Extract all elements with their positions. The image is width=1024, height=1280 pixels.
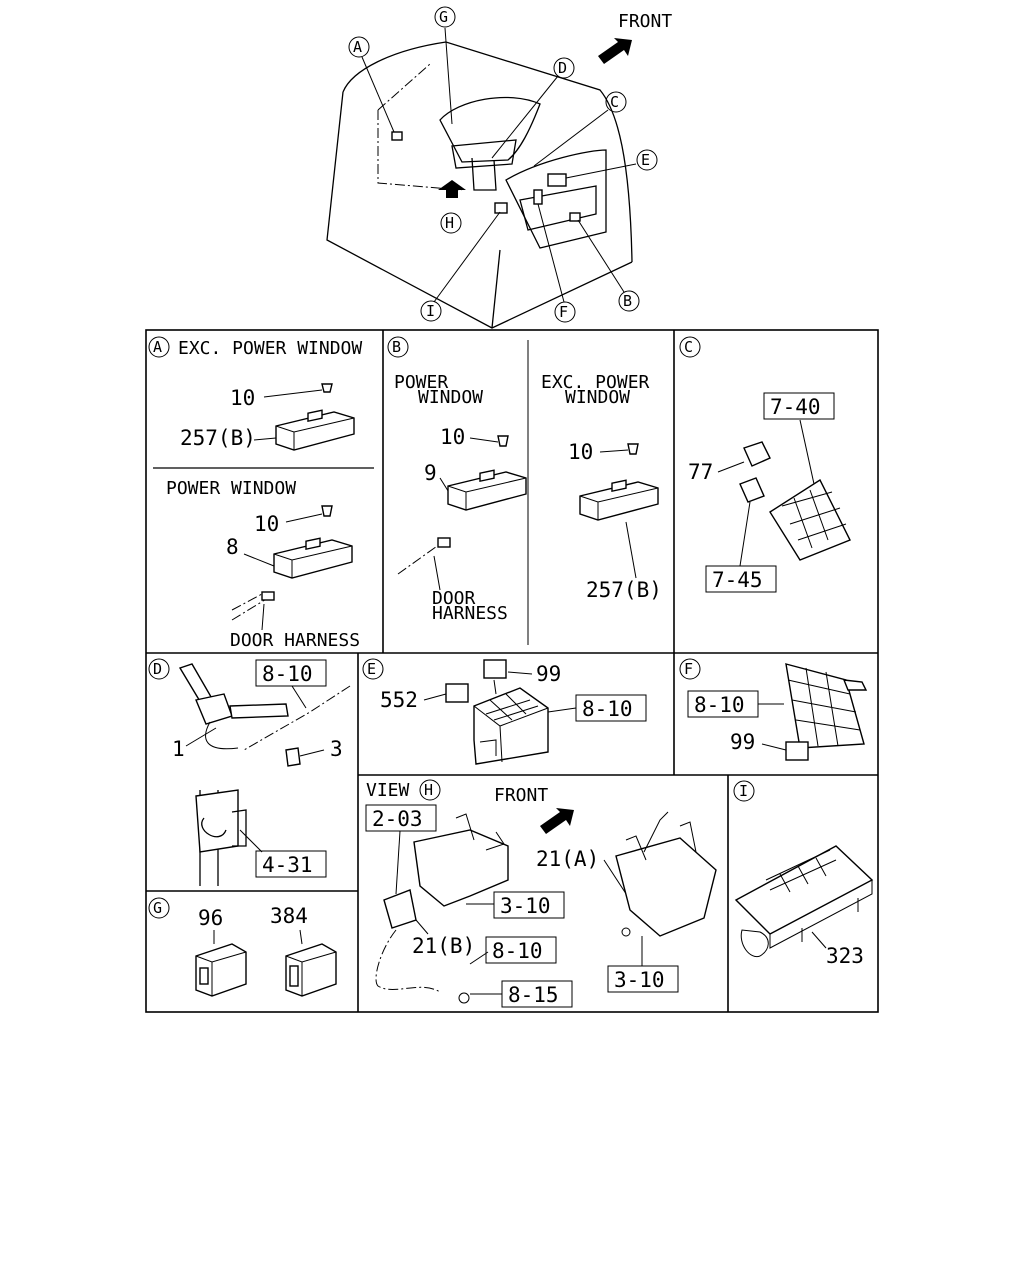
ref-8-10-h: 8-10 — [492, 939, 543, 963]
switch-257b-b — [579, 479, 659, 521]
ref-8-10-f: 8-10 — [694, 693, 745, 717]
callout-b: B — [623, 292, 632, 310]
panel-e: E 99 552 8-10 — [362, 658, 647, 765]
part-1: 1 — [172, 737, 185, 761]
ref-7-45: 7-45 — [712, 568, 763, 592]
ref-8-10-d: 8-10 — [262, 662, 313, 686]
panel-grid — [145, 329, 879, 1013]
panel-e-letter: E — [367, 660, 376, 678]
front-arrow-overview: FRONT — [598, 11, 672, 64]
switch-384 — [285, 943, 337, 997]
panel-g-letter: G — [153, 899, 162, 917]
bracket-right — [615, 811, 717, 937]
callout-f: F — [559, 303, 568, 321]
part-99-e: 99 — [536, 662, 561, 686]
dashboard-outline — [326, 41, 633, 329]
callout-d: D — [558, 59, 567, 77]
steering-column — [195, 789, 247, 886]
panel-f-letter: F — [684, 660, 693, 678]
fuse-block-c — [769, 478, 851, 561]
ref-3-10-b: 3-10 — [614, 968, 665, 992]
switch-257b — [275, 409, 355, 451]
part-10-b: 10 — [254, 512, 279, 536]
panel-b-right-title-1: EXC. POWER — [541, 372, 650, 393]
callout-c: C — [610, 93, 619, 111]
part-257b: 257(B) — [180, 426, 256, 450]
panel-a-title: EXC. POWER WINDOW — [178, 338, 362, 359]
panel-b: B POWER WINDOW EXC. POWER WINDOW 10 9 DO… — [387, 336, 662, 624]
ref-2-03: 2-03 — [372, 807, 423, 831]
part-552: 552 — [380, 688, 418, 712]
callout-a: A — [353, 38, 362, 56]
callout-h: H — [445, 214, 454, 232]
panel-c: C 7-40 77 7-45 — [679, 336, 851, 593]
part-8: 8 — [226, 535, 239, 559]
view-label: VIEW — [366, 780, 410, 801]
panel-a: A EXC. POWER WINDOW 10 257(B) POWER WIND… — [148, 336, 362, 651]
callout-i: I — [426, 302, 435, 320]
panel-f: F 8-10 99 — [679, 658, 868, 761]
front-arrow-h — [540, 808, 574, 834]
panel-b-left-title-1: POWER — [394, 372, 448, 393]
overview: FRONT A G D C E H I F B — [326, 6, 672, 329]
part-21b: 21(B) — [412, 934, 475, 958]
panel-b-left-title-2: WINDOW — [418, 387, 483, 408]
ref-7-40: 7-40 — [770, 395, 821, 419]
panel-a-letter: A — [153, 338, 162, 356]
switch-96 — [195, 943, 247, 997]
bracket-left — [375, 813, 509, 993]
part-384: 384 — [270, 904, 308, 928]
panel-b-letter: B — [392, 338, 401, 356]
part-3: 3 — [330, 737, 343, 761]
panel-d: D 8-10 1 3 4-31 — [148, 658, 351, 886]
door-harness-b-1: DOOR — [432, 588, 476, 609]
callout-e: E — [641, 151, 650, 169]
front-label-h: FRONT — [494, 785, 548, 806]
switch-8 — [273, 537, 353, 579]
part-257b-b: 257(B) — [586, 578, 662, 602]
front-label: FRONT — [618, 11, 672, 32]
overview-callouts: A G D C E H I F B — [348, 6, 658, 323]
part-10: 10 — [230, 386, 255, 410]
panel-i-letter: I — [739, 782, 748, 800]
door-harness-a: DOOR HARNESS — [230, 630, 360, 651]
panel-c-letter: C — [684, 338, 693, 356]
panel-g: G 96 384 — [148, 897, 337, 997]
part-99-f: 99 — [730, 730, 755, 754]
part-323: 323 — [826, 944, 864, 968]
part-10-d: 10 — [568, 440, 593, 464]
panel-h-letter: H — [424, 781, 433, 799]
panel-h: VIEW H FRONT 2-03 21(B) 3-10 8-10 8-15 2… — [365, 779, 717, 1008]
part-21a: 21(A) — [536, 847, 599, 871]
panel-b-right-title-2: WINDOW — [565, 387, 630, 408]
ref-8-15: 8-15 — [508, 983, 559, 1007]
ref-8-10-e: 8-10 — [582, 697, 633, 721]
relay-box-e — [473, 687, 549, 765]
switch-9 — [447, 469, 527, 511]
panel-a-subtitle: POWER WINDOW — [166, 478, 296, 499]
view-h-arrow — [438, 180, 466, 198]
panel-i: I 323 — [733, 780, 874, 968]
fuse-box-f — [785, 663, 868, 749]
callout-g: G — [439, 8, 448, 26]
door-harness-b-2: HARNESS — [432, 603, 508, 624]
part-77: 77 — [688, 460, 713, 484]
combination-switch — [178, 663, 289, 750]
ref-4-31: 4-31 — [262, 853, 313, 877]
switch-panel-323 — [734, 845, 874, 958]
panel-d-letter: D — [153, 660, 162, 678]
part-10-c: 10 — [440, 425, 465, 449]
part-9: 9 — [424, 461, 437, 485]
part-96: 96 — [198, 906, 223, 930]
ref-3-10-a: 3-10 — [500, 894, 551, 918]
